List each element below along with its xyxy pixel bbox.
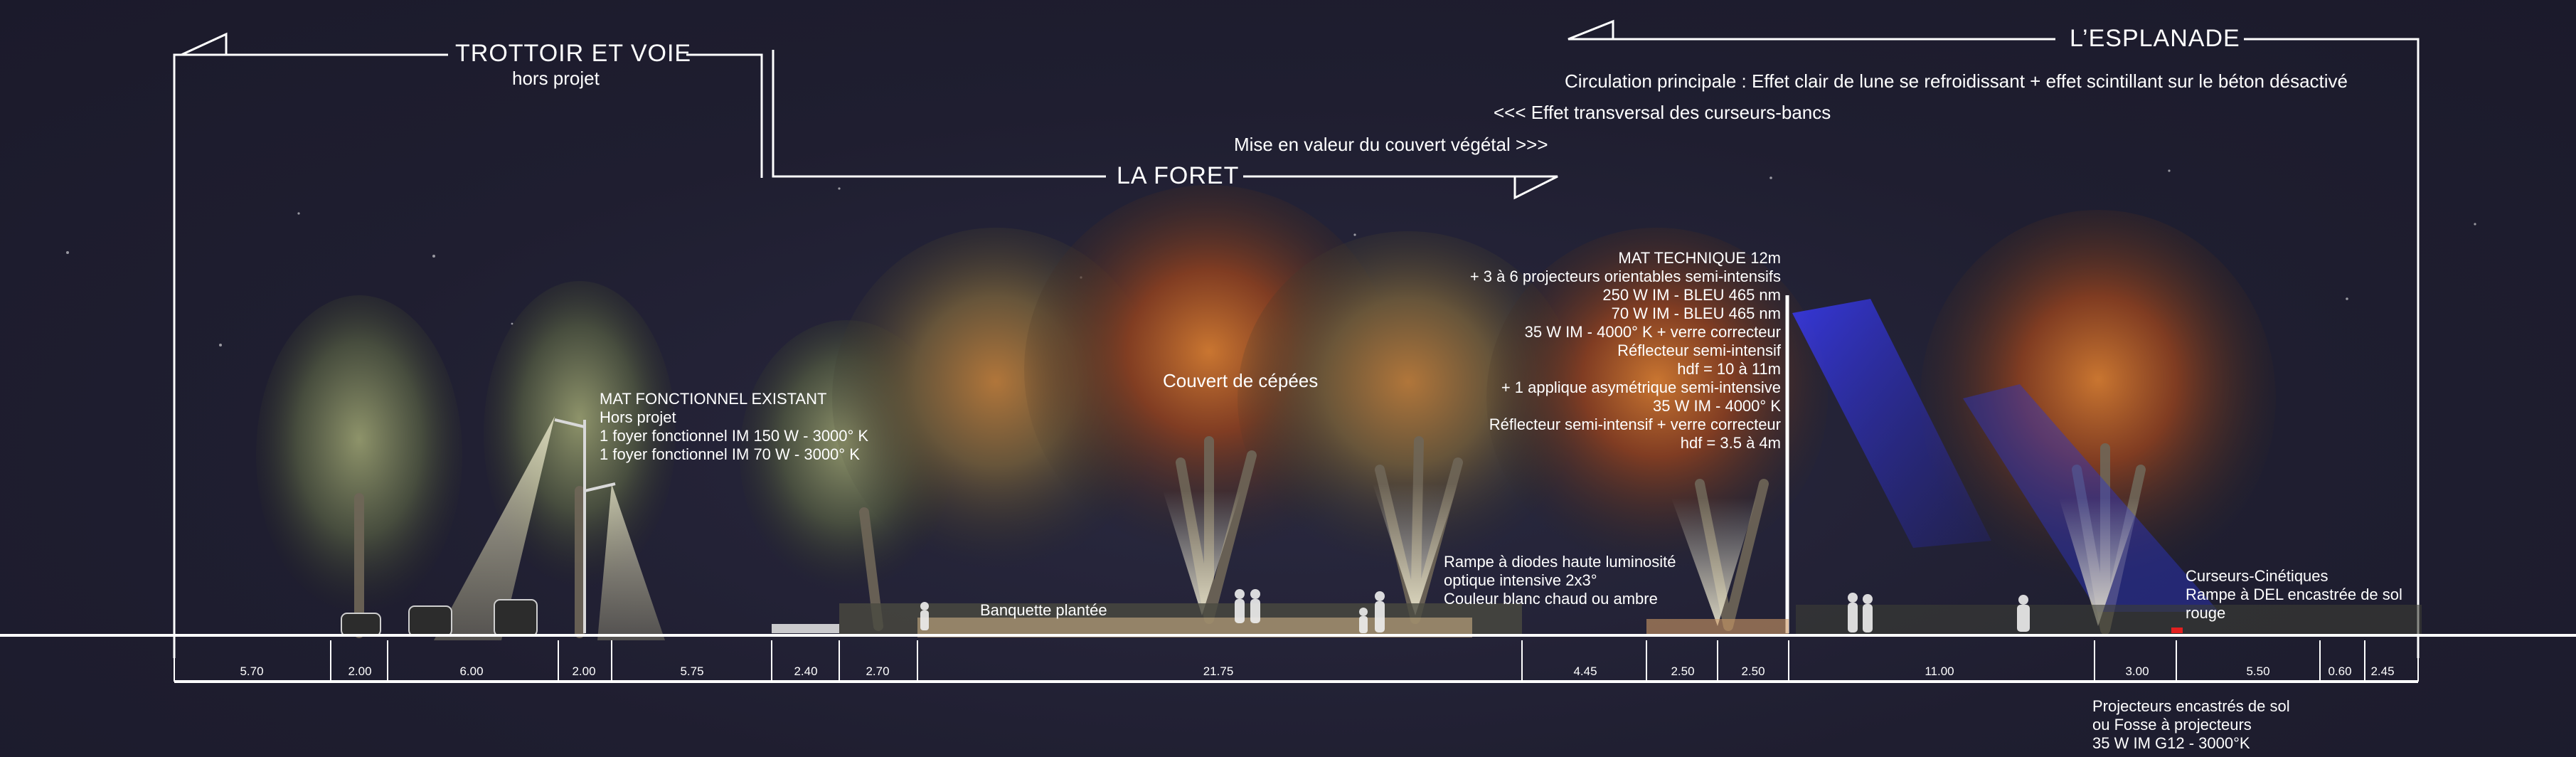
foret-note: Mise en valeur du couvert végétal >>> bbox=[1234, 134, 1548, 155]
mat-technique-line: + 1 applique asymétrique semi-intensive bbox=[1501, 378, 1781, 396]
dimension-label: 2.70 bbox=[866, 665, 890, 678]
mat-technique-line: 250 W IM - BLEU 465 nm bbox=[1602, 285, 1781, 304]
couvert-label: Couvert de cépées bbox=[1163, 370, 1319, 391]
curseurs-line: rouge bbox=[2186, 603, 2226, 622]
dimension-label: 2.40 bbox=[794, 665, 818, 678]
mat-technique-line: hdf = 10 à 11m bbox=[1677, 359, 1781, 378]
dimension-label: 2.45 bbox=[2370, 665, 2395, 678]
masts bbox=[554, 295, 1789, 633]
mat-technique-line: + 3 à 6 projecteurs orientables semi-int… bbox=[1469, 267, 1781, 285]
stars bbox=[66, 169, 2476, 346]
mat-technique-line: Réflecteur semi-intensif + verre correct… bbox=[1489, 415, 1781, 433]
light-effects bbox=[434, 299, 2219, 640]
dimension-label: 21.75 bbox=[1203, 665, 1234, 678]
curseurs-line: Rampe à DEL encastrée de sol bbox=[2186, 585, 2402, 603]
dimension-ticks bbox=[174, 640, 2419, 682]
rampe-label: Rampe à diodes haute luminosité optique … bbox=[1444, 553, 1676, 608]
projecteurs-label: Projecteurs encastrés de sol ou Fosse à … bbox=[2092, 697, 2290, 753]
dimension-label: 4.45 bbox=[1573, 665, 1597, 678]
mat-existant-line: 1 foyer fonctionnel IM 70 W - 3000° K bbox=[600, 445, 860, 463]
projecteurs-line: Projecteurs encastrés de sol bbox=[2092, 697, 2290, 715]
dimension-label: 6.00 bbox=[459, 665, 484, 678]
trees bbox=[256, 185, 2276, 638]
projecteurs-line: 35 W IM G12 - 3000°K bbox=[2092, 734, 2250, 752]
esplanade-title: L’ESPLANADE bbox=[2070, 25, 2240, 52]
dimension-label: 3.00 bbox=[2125, 665, 2149, 678]
dimension-label: 2.00 bbox=[572, 665, 596, 678]
mat-existant-line: 1 foyer fonctionnel IM 150 W - 3000° K bbox=[600, 426, 869, 445]
mat-technique-line: 35 W IM - 4000° K + verre correcteur bbox=[1524, 322, 1781, 341]
mat-technique-line: MAT TECHNIQUE 12m bbox=[1618, 249, 1781, 267]
curseurs-line: Curseurs-Cinétiques bbox=[2186, 567, 2328, 585]
ground-line bbox=[0, 634, 2576, 683]
rampe-line: Couleur blanc chaud ou ambre bbox=[1444, 589, 1658, 608]
mat-technique-label: MAT TECHNIQUE 12m + 3 à 6 projecteurs or… bbox=[1470, 249, 1781, 452]
dimension-label: 5.50 bbox=[2246, 665, 2270, 678]
banquette-label: Banquette plantée bbox=[980, 601, 1107, 619]
dimension-label: 5.70 bbox=[240, 665, 264, 678]
trottoir-subtitle: hors projet bbox=[512, 68, 600, 89]
mat-existant-line: Hors projet bbox=[600, 408, 676, 426]
mat-existant-label: MAT FONCTIONNEL EXISTANT Hors projet 1 f… bbox=[600, 390, 868, 464]
dimension-label: 2.50 bbox=[1671, 665, 1695, 678]
rampe-line: Rampe à diodes haute luminosité bbox=[1444, 553, 1676, 571]
dimension-label: 2.00 bbox=[348, 665, 372, 678]
trottoir-title: TROTTOIR ET VOIE bbox=[455, 40, 692, 67]
mat-technique-line: 35 W IM - 4000° K bbox=[1653, 396, 1781, 415]
mat-technique-line: Réflecteur semi-intensif bbox=[1617, 341, 1781, 359]
rampe-line: optique intensive 2x3° bbox=[1444, 571, 1597, 589]
esplanade-note-1: Circulation principale : Effet clair de … bbox=[1565, 70, 2348, 92]
mat-technique-line: 70 W IM - BLEU 465 nm bbox=[1611, 304, 1781, 322]
foret-title: LA FORET bbox=[1117, 162, 1240, 189]
dimension-label: 2.50 bbox=[1741, 665, 1765, 678]
mat-existant-line: MAT FONCTIONNEL EXISTANT bbox=[600, 390, 827, 408]
projecteurs-line: ou Fosse à projecteurs bbox=[2092, 715, 2252, 734]
curseurs-label: Curseurs-Cinétiques Rampe à DEL encastré… bbox=[2186, 567, 2402, 623]
mat-technique-line: hdf = 3.5 à 4m bbox=[1680, 433, 1781, 452]
dimension-label: 5.75 bbox=[680, 665, 704, 678]
dimension-label: 0.60 bbox=[2328, 665, 2352, 678]
esplanade-note-2: <<< Effet transversal des curseurs-bancs bbox=[1494, 102, 1831, 123]
dimension-label: 11.00 bbox=[1925, 665, 1954, 678]
section-brackets bbox=[173, 19, 2420, 658]
